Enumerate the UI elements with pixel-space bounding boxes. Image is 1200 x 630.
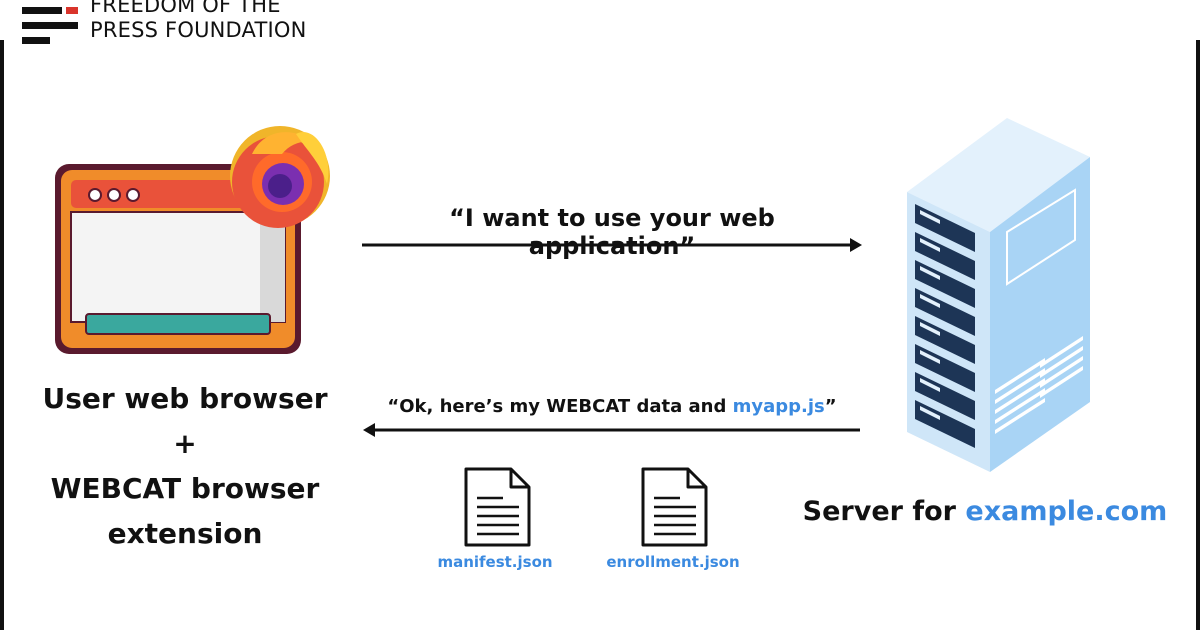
arrows bbox=[362, 238, 862, 437]
response-file-highlight: myapp.js bbox=[732, 396, 825, 417]
browser-caption-plus: + bbox=[173, 427, 197, 460]
browser-caption-line-3: WEBCAT browser bbox=[50, 472, 320, 505]
request-message: “I want to use your web application” bbox=[449, 204, 775, 260]
response-text: “Ok, here’s my WEBCAT data and bbox=[387, 396, 733, 417]
server-rack-icon bbox=[907, 118, 1090, 472]
file-label-enrollment: enrollment.json bbox=[606, 553, 740, 571]
server-domain: example.com bbox=[965, 496, 1168, 527]
frame-border-right bbox=[1196, 40, 1200, 630]
logo-line-2: PRESS FOUNDATION bbox=[90, 18, 307, 42]
logo-wordmark: FREEDOM OF THE PRESS FOUNDATION bbox=[90, 0, 307, 43]
logo-line-1: FREEDOM OF THE bbox=[90, 0, 281, 17]
browser-caption-line-4: extension bbox=[107, 517, 263, 550]
server-unit-stack bbox=[915, 204, 975, 448]
response-message: “Ok, here’s my WEBCAT data and myapp.js” bbox=[362, 396, 862, 417]
server-caption-prefix: Server for bbox=[802, 496, 966, 527]
browser-window-icon bbox=[55, 126, 330, 354]
firefox-logo-icon bbox=[230, 126, 330, 228]
server-caption: Server for example.com bbox=[790, 496, 1180, 527]
file-label-manifest: manifest.json bbox=[437, 553, 553, 571]
response-close-quote: ” bbox=[824, 396, 837, 417]
browser-caption-line-1: User web browser bbox=[42, 382, 328, 415]
document-icon bbox=[464, 467, 531, 547]
arrow-right-icon bbox=[362, 238, 862, 252]
frame-border-left bbox=[0, 40, 4, 630]
arrow-left-icon bbox=[363, 423, 860, 437]
fpf-logo-icon bbox=[22, 7, 78, 44]
browser-caption: User web browser + WEBCAT browser extens… bbox=[30, 376, 340, 556]
document-icon bbox=[641, 467, 708, 547]
